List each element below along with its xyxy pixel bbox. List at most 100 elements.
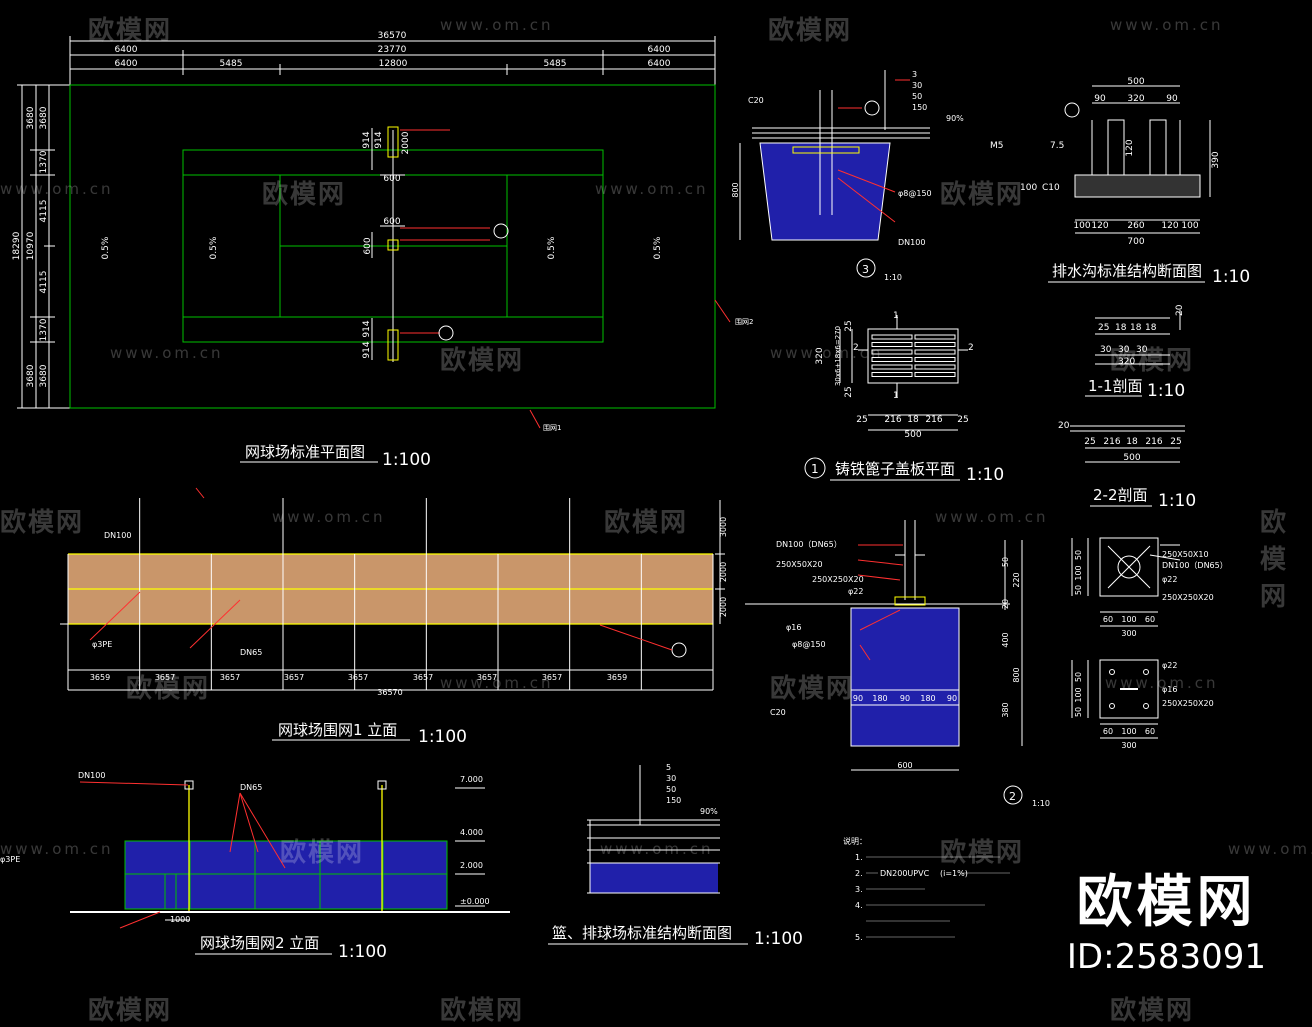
- fence1-dim: 3657: [348, 673, 368, 682]
- section-1-1-dim: 18: [1130, 323, 1142, 333]
- detail-3-layer: 50: [912, 92, 922, 101]
- plan-dim: 914: [374, 131, 384, 148]
- fence1-dim: 3657: [477, 673, 497, 682]
- detail-2-dim: 400: [1001, 632, 1010, 647]
- fence1-texts: DN100 φ3PE DN65 3000 2000 2000 3659 3657…: [90, 517, 728, 697]
- plate-1-dim: 300: [1121, 629, 1136, 638]
- plan-slope: 0.5%: [653, 236, 663, 259]
- grate-dim: 500: [904, 430, 921, 440]
- plate-1-dim: 60: [1103, 615, 1113, 624]
- detail-2-dim: 90: [853, 694, 863, 703]
- watermark-logo: 欧模网: [1110, 346, 1195, 376]
- plan-slope: 0.5%: [101, 236, 111, 259]
- notes-item: 5.: [855, 933, 863, 942]
- plan-dim: 914: [362, 320, 372, 337]
- watermark-url: www.om.cn: [272, 508, 386, 526]
- watermark-url: www.om.cn: [595, 180, 709, 198]
- notes-item: 4.: [855, 901, 863, 910]
- fence1-label: DN100: [104, 531, 131, 540]
- drain-dim: 700: [1127, 237, 1144, 247]
- court-section-layer: 150: [666, 796, 681, 805]
- watermark-logo: 欧模网: [1110, 996, 1195, 1026]
- watermark-logo: 欧模网: [280, 838, 365, 868]
- drain-title-block: 排水沟标准结构断面图 1:10: [1048, 262, 1250, 287]
- section-2-2-dim: 20: [1058, 421, 1070, 431]
- detail-3-number: 3: [862, 263, 869, 276]
- plan-dim: 2000: [401, 131, 411, 154]
- watermark-logo: 欧模网: [0, 508, 85, 538]
- detail-2-label: DN100（DN65）: [776, 540, 842, 549]
- drain-label: M5: [990, 141, 1004, 151]
- drain-dim: 120: [1091, 221, 1108, 231]
- grate-dim: 25: [957, 415, 968, 425]
- brand-stamp: 欧模网 ID:2583091: [1067, 875, 1266, 978]
- plan-dim: 1370: [39, 318, 49, 341]
- court-plan: [17, 36, 731, 429]
- drain-dim: 120: [1161, 221, 1178, 231]
- detail-2-dim: 20: [1001, 599, 1010, 609]
- watermark-logo: 欧模网: [88, 16, 173, 46]
- detail-2-label: 250X50X20: [776, 560, 823, 569]
- plan-slope: 0.5%: [547, 236, 557, 259]
- notes-item: (i=1%): [940, 869, 968, 878]
- plan-dim: 3680: [39, 106, 49, 129]
- section-1-1-dim: 18: [1115, 323, 1127, 333]
- watermark-url: www.om.cn: [600, 840, 714, 858]
- watermark-url: www.om.cn: [1228, 840, 1312, 858]
- notes-item: 3.: [855, 885, 863, 894]
- section-2-2-dim: 216: [1103, 437, 1120, 447]
- drain-dim: 390: [1211, 151, 1221, 168]
- court-section: [587, 765, 720, 894]
- fence2-label: φ3PE: [0, 855, 20, 864]
- fence1-dim: 3659: [607, 673, 627, 682]
- plate-1-label: DN100（DN65）: [1162, 561, 1228, 570]
- watermark-logo: 欧模网: [88, 996, 173, 1026]
- fence2-texts: DN100 DN65 φ3PE 7.000 4.000 2.000 ±0.000…: [0, 771, 490, 924]
- notes-heading: 说明：: [843, 836, 867, 846]
- grate-slot: [914, 372, 956, 377]
- plate-2-dim: 50: [1074, 707, 1083, 717]
- watermark-url: www.om.cn: [0, 180, 114, 198]
- fence1-label: φ3PE: [92, 640, 112, 649]
- drain-label: 100: [1020, 183, 1037, 193]
- section-2-2-dim: 25: [1084, 437, 1095, 447]
- detail-2-dim: 180: [920, 694, 935, 703]
- detail-2-label: C20: [770, 708, 786, 717]
- drain-texts: 500 90 320 90 100 120 260 120 100 700 12…: [990, 77, 1221, 247]
- watermark-logo: 欧模网: [440, 996, 525, 1026]
- grate-dim: 25: [844, 320, 854, 331]
- grate-texts: 25 216 18 216 25 500 320 30x6+18x6=270 2…: [811, 311, 974, 476]
- plate-1-dim: 50: [1074, 550, 1083, 560]
- plate-2-label: φ22: [1162, 661, 1177, 670]
- section-1-1-title: 1-1剖面: [1088, 377, 1143, 395]
- grate-title: 铸铁篦子盖板平面: [835, 460, 955, 478]
- fence2-title-block: 网球场围网2 立面 1:100: [195, 934, 387, 962]
- detail-2-dim: 220: [1012, 572, 1021, 587]
- plate-1-dim: 60: [1145, 615, 1155, 624]
- fence1-dim: 3000: [719, 517, 728, 537]
- detail-3-dim: 800: [731, 182, 740, 197]
- plan-dim: 600: [363, 237, 373, 254]
- plan-dim: 914: [362, 341, 372, 358]
- watermark-logo: 欧模网: [1260, 508, 1289, 612]
- notes-item: DN200UPVC: [880, 869, 930, 878]
- court-section-layer: 90%: [700, 807, 718, 816]
- drain-title: 排水沟标准结构断面图: [1052, 262, 1202, 280]
- detail-2: [745, 520, 1023, 805]
- grate-mark: 1: [893, 311, 899, 321]
- fence1-title: 网球场围网1 立面: [278, 721, 397, 739]
- plan-dim: 600: [383, 174, 400, 184]
- section-1-1-texts: 25 18 18 18 30 30 30 320 20: [1098, 304, 1185, 367]
- drain-label: 7.5: [1050, 141, 1064, 151]
- grate-dim: 30x6+18x6=270: [834, 326, 842, 386]
- plan-title: 网球场标准平面图: [245, 443, 365, 461]
- grate-plan: [804, 315, 968, 479]
- detail-2-dim: 800: [1012, 667, 1021, 682]
- detail-2-label: φ22: [848, 587, 863, 596]
- plate-2-label: 250X250X20: [1162, 699, 1214, 708]
- watermark-url: www.om.cn: [770, 344, 884, 362]
- fence2-scale: 1:100: [338, 942, 387, 962]
- detail-2-dim: 90: [900, 694, 910, 703]
- grate-slot: [871, 349, 913, 355]
